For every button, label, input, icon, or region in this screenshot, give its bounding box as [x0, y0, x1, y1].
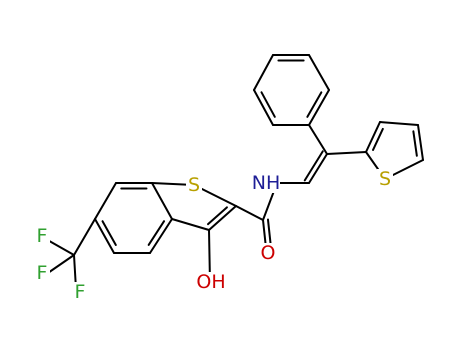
hydroxyl-label: OH: [196, 271, 225, 293]
fluorine-label-mask: [34, 226, 50, 246]
benzene-bond: [149, 218, 173, 254]
carboxamide-bond: [235, 205, 264, 221]
phenyl-bond: [253, 54, 274, 91]
phenyl-bond: [308, 89, 330, 126]
double-bond-line: [412, 130, 418, 157]
sulfur-label: S: [379, 168, 391, 190]
fluorine-label: F: [37, 262, 48, 284]
thienyl-bond: [379, 121, 419, 126]
sulfur-label-mask: [186, 175, 202, 195]
double-bond-line: [101, 220, 117, 247]
double-bond-line: [260, 91, 276, 118]
vinyl-bond: [308, 153, 328, 184]
fluorine-label: F: [37, 225, 48, 247]
thienyl-bond: [417, 124, 424, 161]
carbonyl-oxygen-label: O: [261, 242, 276, 264]
benzene-bond: [94, 218, 115, 254]
benzene-bond: [94, 182, 117, 220]
fluorine-label-mask: [72, 282, 88, 302]
phenyl-attach-bond: [308, 124, 328, 155]
benzene-bond: [151, 182, 173, 220]
sulfur-label: S: [188, 174, 200, 196]
thiophene-bond: [208, 205, 237, 231]
double-bond-line: [207, 206, 228, 226]
double-bond-line: [306, 91, 323, 118]
hydroxyl-label-mask: [197, 272, 225, 292]
double-bond-line: [147, 220, 166, 246]
phenyl-bond: [308, 54, 330, 91]
thienyl-bond: [365, 121, 381, 153]
bond-layer: [43, 54, 424, 290]
double-bond-line: [372, 127, 384, 151]
thienyl-attach-bond: [326, 151, 367, 155]
sulfur-label-mask: [377, 169, 393, 189]
carbonyl-double-bond: [266, 218, 272, 249]
vinyl-double-bond: [303, 150, 324, 182]
fluorine-label: F: [75, 281, 86, 303]
fluorine-label-mask: [34, 263, 50, 283]
nh-label: NH: [252, 172, 281, 194]
cf3-bond: [73, 218, 96, 256]
phenyl-bond: [253, 89, 274, 126]
nh-label-mask: [252, 173, 280, 193]
carbonyl-oxygen-label-mask: [260, 243, 276, 263]
thiophene-bond: [171, 218, 210, 231]
